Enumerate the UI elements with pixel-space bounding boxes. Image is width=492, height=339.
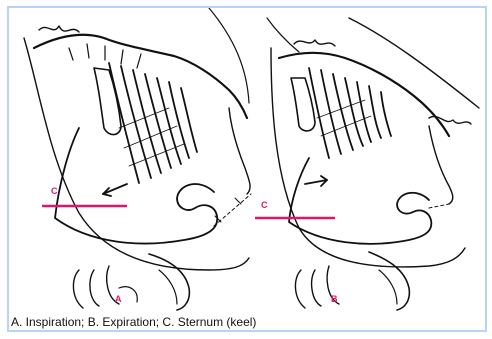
arrow-outward-a — [103, 184, 127, 194]
ribs-a — [109, 63, 197, 183]
spine-a — [34, 35, 247, 118]
ribs-b — [309, 68, 391, 158]
panel-label-a: A — [115, 294, 122, 304]
respiration-diagram: A C — [9, 8, 485, 314]
sternum-label-b: C — [261, 200, 268, 210]
panel-label-b: B — [331, 294, 338, 304]
sternum-b — [289, 158, 431, 244]
figure-frame: A C — [7, 6, 487, 332]
sternum-label-a: C — [51, 186, 58, 196]
sternum-a — [55, 128, 217, 244]
figure-caption: A. Inspiration; B. Expiration; C. Sternu… — [9, 315, 487, 330]
panel-expiration — [267, 18, 479, 310]
panel-inspiration — [24, 8, 251, 310]
